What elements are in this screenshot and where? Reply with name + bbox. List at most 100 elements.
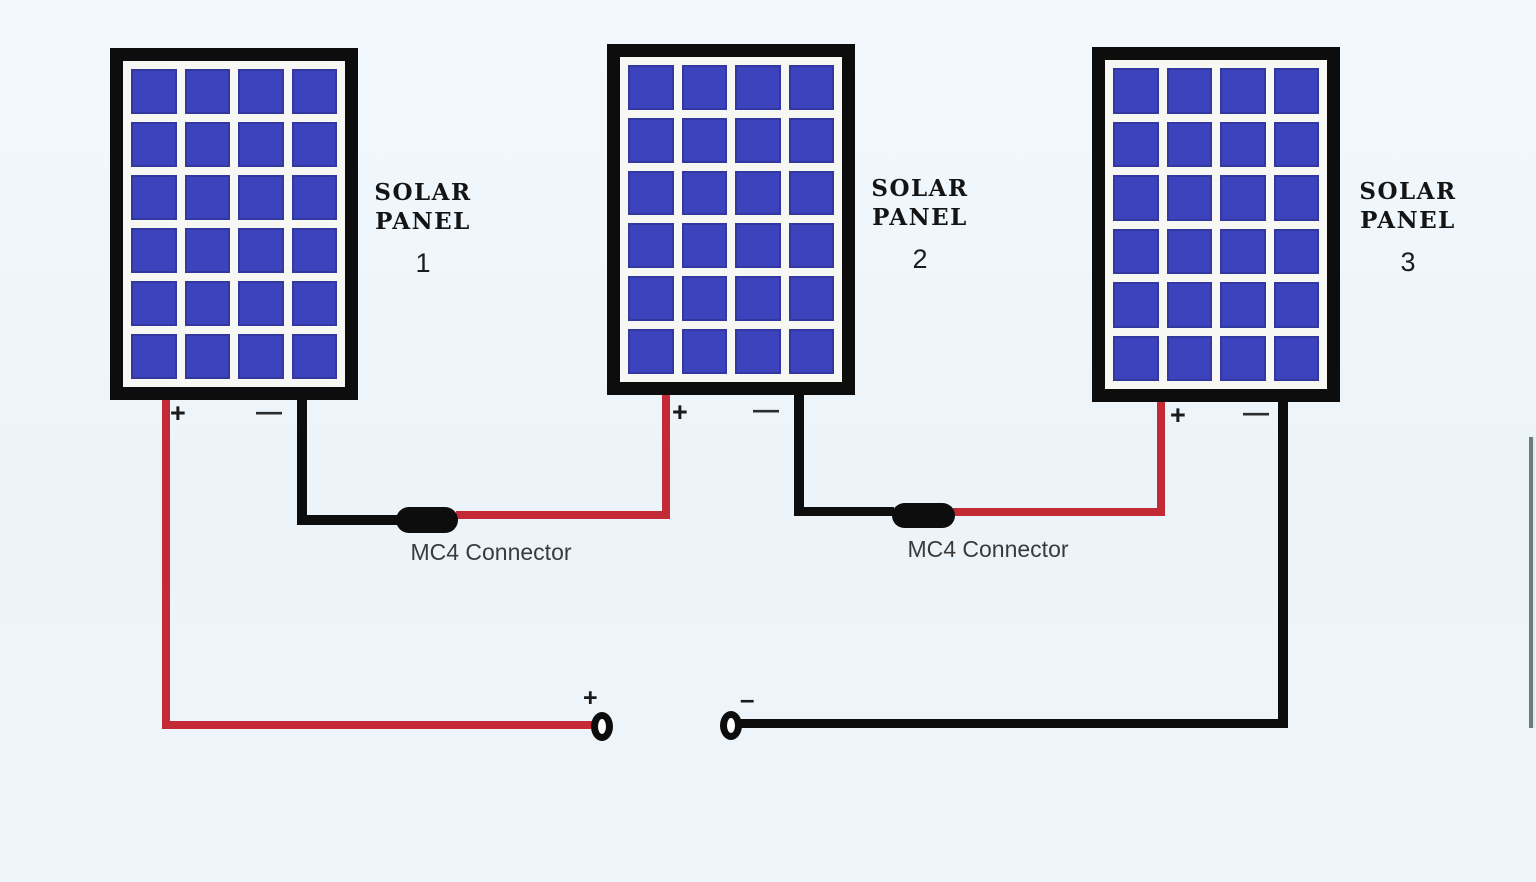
solar-panel-2-number: 2	[912, 244, 928, 274]
solar-cell	[681, 170, 727, 216]
negative-output-sign: –	[740, 684, 755, 714]
solar-panel-1-cells	[123, 61, 345, 387]
panel2-positive-sign: +	[672, 397, 688, 427]
solar-cell	[184, 122, 230, 167]
solar-cell	[788, 170, 834, 216]
solar-panel-2	[607, 44, 855, 395]
solar-panel-3-label-line1: SOLAR	[1359, 178, 1457, 205]
solar-cell	[681, 329, 727, 374]
panel2-negative-wire-vertical	[794, 394, 804, 515]
solar-cell	[628, 276, 674, 322]
solar-panel-2-label-line1: SOLAR	[871, 175, 969, 202]
solar-cell	[681, 276, 727, 322]
negative-output-terminal-ring	[720, 711, 742, 740]
solar-cell	[1220, 68, 1266, 114]
mc4-connector-2-label: MC4 Connector	[907, 536, 1069, 562]
solar-cell	[735, 65, 781, 110]
panel1-negative-wire-horizontal	[297, 515, 402, 525]
solar-cell	[238, 281, 284, 326]
solar-cell	[788, 223, 834, 269]
solar-cell	[184, 69, 230, 114]
solar-panel-1	[110, 48, 358, 400]
panel1-positive-sign: +	[170, 398, 186, 428]
solar-panel-3-cells	[1105, 60, 1327, 389]
solar-cell	[1166, 335, 1212, 381]
solar-panel-3	[1092, 47, 1340, 402]
solar-cell	[238, 334, 284, 379]
panel1-negative-wire-vertical	[297, 398, 307, 525]
solar-panel-1-number: 1	[415, 248, 431, 278]
solar-cell	[291, 281, 337, 326]
solar-cell	[238, 175, 284, 220]
solar-cell	[238, 228, 284, 273]
solar-cell	[628, 329, 674, 374]
solar-cell	[1166, 121, 1212, 167]
solar-cell	[1273, 335, 1319, 381]
solar-cell	[1166, 68, 1212, 114]
solar-cell	[1273, 68, 1319, 114]
solar-cell	[735, 117, 781, 163]
solar-cell	[681, 117, 727, 163]
solar-cell	[1273, 175, 1319, 221]
solar-cell	[1113, 282, 1159, 328]
solar-cell	[131, 228, 177, 273]
mc4-connector-1	[396, 507, 458, 533]
solar-cell	[1113, 335, 1159, 381]
solar-cell	[735, 329, 781, 374]
solar-cell	[681, 223, 727, 269]
solar-cell	[291, 334, 337, 379]
solar-cell	[788, 65, 834, 110]
solar-cell	[788, 276, 834, 322]
solar-cell	[628, 65, 674, 110]
solar-cell	[735, 170, 781, 216]
positive-output-terminal-ring	[591, 712, 613, 741]
solar-panel-1-label-line1: SOLAR	[374, 179, 472, 206]
solar-cell	[735, 276, 781, 322]
solar-cell	[681, 65, 727, 110]
positive-output-wire-horizontal	[162, 721, 594, 729]
solar-cell	[131, 281, 177, 326]
solar-cell	[628, 117, 674, 163]
panel2-negative-wire-horizontal	[794, 507, 894, 516]
solar-cell	[1273, 121, 1319, 167]
solar-cell	[1220, 282, 1266, 328]
solar-cell	[131, 122, 177, 167]
solar-cell	[131, 175, 177, 220]
solar-cell	[1273, 282, 1319, 328]
solar-cell	[184, 334, 230, 379]
solar-panel-1-caption: SOLAR PANEL 1	[361, 178, 485, 278]
panel2-negative-sign: —	[753, 394, 779, 424]
solar-cell	[1273, 228, 1319, 274]
panel3-positive-wire-vertical	[1157, 401, 1165, 516]
solar-cell	[184, 228, 230, 273]
solar-cell	[1113, 121, 1159, 167]
right-edge-scrollbar[interactable]	[1529, 437, 1535, 728]
solar-panel-2-caption: SOLAR PANEL 2	[858, 174, 982, 274]
solar-cell	[238, 122, 284, 167]
solar-panel-1-label-line2: PANEL	[375, 208, 471, 235]
solar-panel-2-cells	[620, 57, 842, 382]
panel2-positive-wire-horizontal	[456, 511, 668, 519]
solar-cell	[628, 223, 674, 269]
solar-cell	[291, 122, 337, 167]
solar-cell	[1113, 175, 1159, 221]
solar-cell	[184, 175, 230, 220]
panel2-positive-wire-vertical	[662, 394, 670, 519]
solar-cell	[1220, 175, 1266, 221]
panel3-positive-wire-horizontal	[953, 508, 1165, 516]
solar-cell	[1166, 282, 1212, 328]
mc4-connector-1-label: MC4 Connector	[410, 539, 572, 565]
solar-cell	[131, 334, 177, 379]
panel1-positive-wire-vertical	[162, 399, 170, 729]
solar-cell	[1220, 121, 1266, 167]
panel3-negative-sign: —	[1243, 397, 1269, 427]
mc4-connector-2	[892, 503, 955, 528]
solar-cell	[628, 170, 674, 216]
solar-panel-3-number: 3	[1400, 247, 1416, 277]
solar-cell	[1166, 175, 1212, 221]
positive-output-sign: +	[583, 684, 598, 712]
panel3-positive-sign: +	[1170, 400, 1186, 430]
solar-cell	[1220, 335, 1266, 381]
solar-cell	[131, 69, 177, 114]
